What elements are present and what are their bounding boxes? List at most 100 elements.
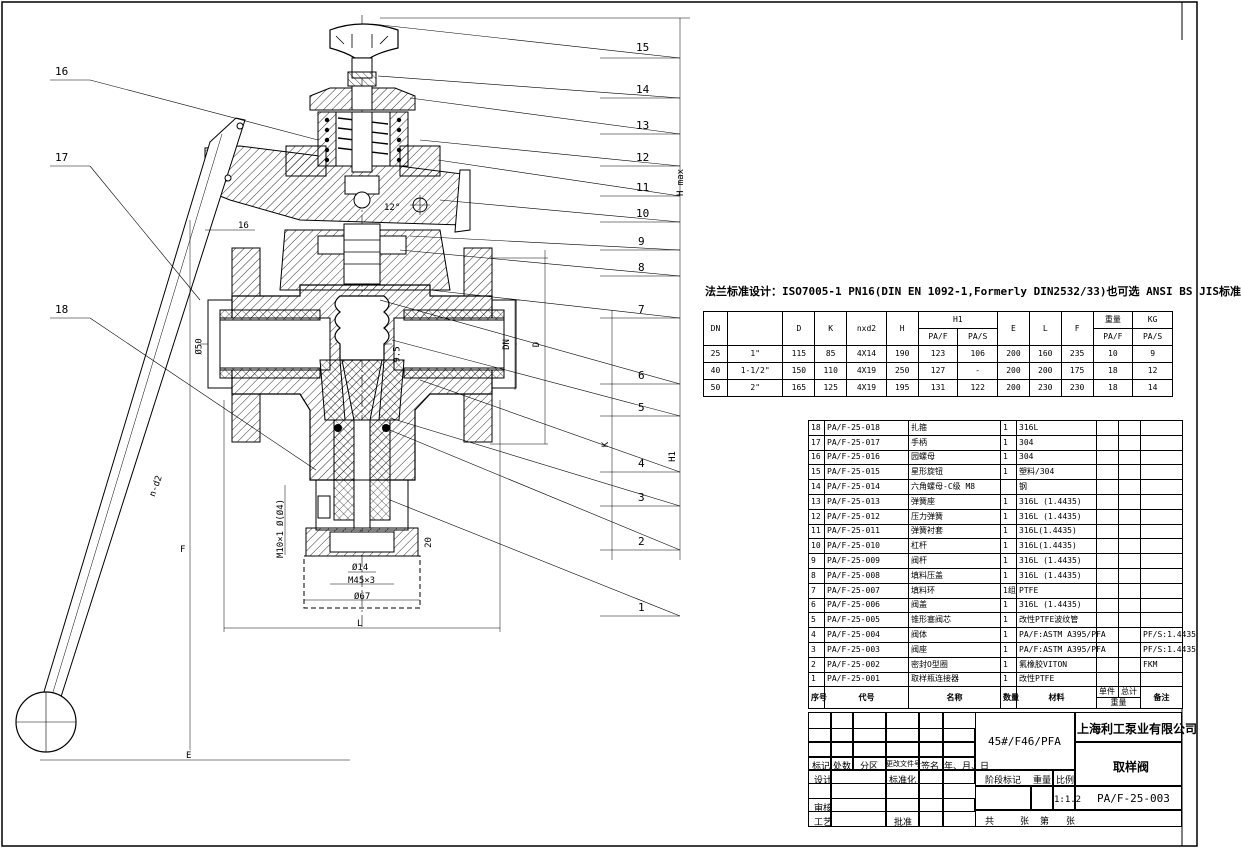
sub-w-paf: PA/F [1092, 328, 1134, 346]
tb-sheet-unit2: 张 [1066, 817, 1076, 827]
balloon-17: 17 [55, 151, 69, 164]
sub-h1-pas: PA/S [957, 328, 999, 346]
tb-sheet-total: 共 [985, 817, 995, 827]
hdr-qty: 数量 [1000, 686, 1019, 710]
hdr-code: 代号 [824, 686, 909, 710]
dim-k: K [601, 441, 612, 448]
balloon-12: 12 [636, 151, 650, 164]
col-e: E [997, 311, 1030, 346]
balloon-18: 18 [55, 303, 69, 316]
dim-hmax: H max [676, 168, 687, 197]
dim-phi4: Ø(Ø4) [276, 498, 287, 527]
balloon-8: 8 [638, 261, 645, 274]
balloon-14: 14 [636, 83, 650, 96]
balloon-16: 16 [55, 65, 69, 78]
tb-company: 上海利工泵业有限公司 [1077, 722, 1198, 736]
tb-date: 年、月、日 [944, 762, 990, 772]
dim-phi67: Ø67 [354, 592, 371, 602]
hdr-unit: 单件 [1096, 686, 1119, 699]
col-h: H [885, 311, 919, 346]
dim-m10: M10×1 [276, 530, 287, 559]
tb-sheet-unit1: 张 [1020, 817, 1030, 827]
dim-16: 16 [238, 221, 249, 231]
hdr-material: 材料 [1016, 686, 1097, 710]
col-nd2: nxd2 [846, 311, 887, 346]
tb-stage: 阶段标记 [985, 776, 1022, 786]
tb-part-name: 取样阀 [1113, 760, 1150, 774]
dim-f: F [180, 545, 186, 555]
tb-drawing-code: PA/F-25-003 [1097, 792, 1170, 805]
dimension-table: DN D K nxd2 H H1 E L F 重量 KG PA/F PA/S P… [703, 311, 1173, 397]
balloon-10: 10 [636, 207, 650, 220]
tb-change: 更改文件号 [886, 760, 921, 768]
tb-sign: 签名 [921, 762, 940, 772]
flange-standard-note: 法兰标准设计：ISO7005-1 PN16(DIN EN 1092-1,Form… [705, 285, 1241, 298]
dim-l: L [357, 619, 363, 629]
balloon-1: 1 [638, 601, 645, 614]
tb-scale: 1:1.2 [1054, 795, 1082, 805]
hdr-name: 名称 [908, 686, 1001, 710]
dim-m45: M45×3 [348, 576, 376, 586]
balloon-6: 6 [638, 369, 645, 382]
col-kg: KG [1132, 311, 1173, 329]
sub-w-pas: PA/S [1132, 328, 1173, 346]
bom-header-row: 序号 代号 名称 数量 材料 单件 总计 备注 [808, 686, 1183, 710]
balloon-13: 13 [636, 119, 650, 132]
balloon-2: 2 [638, 535, 645, 548]
balloon-4: 4 [638, 457, 645, 470]
balloon-3: 3 [638, 491, 645, 504]
col-h1: H1 [917, 311, 999, 329]
tb-zone: 分区 [860, 762, 879, 772]
hdr-no: 序号 [808, 686, 827, 710]
dim-20: 20 [423, 537, 434, 548]
dim-d: D [532, 341, 543, 348]
col-weight: 重量 [1092, 311, 1134, 329]
dim-d50: Ø50 [194, 338, 205, 355]
dim-95: 9.5 [392, 346, 403, 363]
technical-drawing [1, 1, 1198, 847]
sub-h1-paf: PA/F [917, 328, 959, 346]
tb-sheet-no: 第 [1040, 817, 1050, 827]
tb-weight: 重量 [1033, 776, 1052, 786]
dim-angle: 12° [384, 203, 401, 213]
tb-review: 审核 [814, 804, 833, 814]
dim-e: E [186, 751, 192, 761]
col-f: F [1060, 311, 1094, 346]
hdr-remark: 备注 [1140, 686, 1183, 710]
sheet-border [1, 1, 1198, 847]
col-d: D [782, 311, 816, 346]
balloon-15: 15 [636, 41, 650, 54]
tb-material: 45#/F46/PFA [988, 735, 1061, 748]
handle [39, 117, 246, 706]
balloon-5: 5 [638, 401, 645, 414]
tb-mark: 标记 [812, 762, 831, 772]
balloon-9: 9 [638, 235, 645, 248]
hdr-total: 总计 [1118, 686, 1141, 699]
col-l: L [1028, 311, 1062, 346]
hdr-weight: 重量 [1096, 697, 1141, 710]
bellows [334, 295, 390, 361]
tb-process: 工艺 [814, 818, 833, 828]
star-knob [329, 23, 399, 59]
tb-approve: 批准 [894, 818, 913, 828]
